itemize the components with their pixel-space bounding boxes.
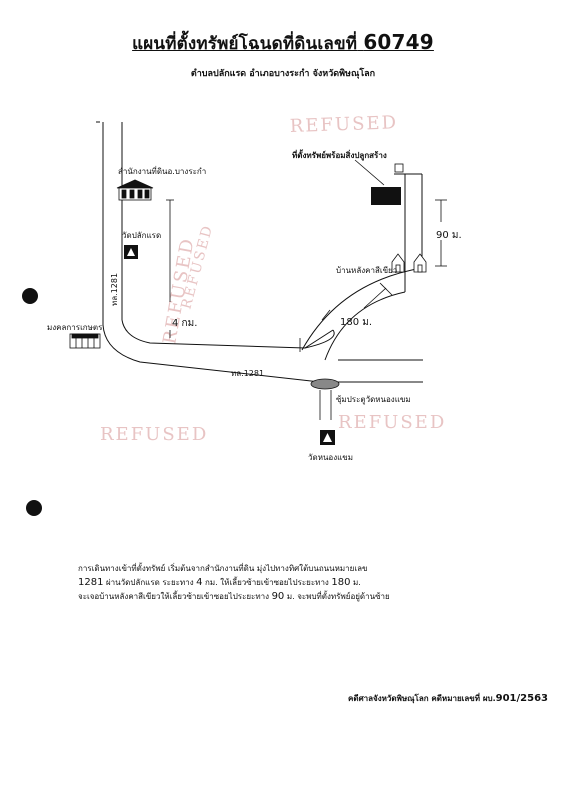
green-roof-houses: [391, 253, 427, 273]
dimension-4km: [166, 199, 301, 352]
property-marker: [394, 163, 404, 173]
punch-hole: [22, 288, 38, 304]
directions-4: 4: [196, 577, 203, 588]
watermark: REFUSED: [338, 412, 446, 433]
road-1281-horizontal: [304, 329, 423, 383]
land-office-icon: [116, 179, 154, 201]
label-mongkhon: มงคลการเกษตร: [47, 323, 103, 332]
directions-text: ม. จะพบที่ตั้งทรัพย์อยู่ด้านซ้าย: [284, 592, 390, 601]
map-title: แผนที่ตั้งทรัพย์โฉนดที่ดินเลขที่ 60749: [0, 30, 566, 57]
case-footer-text: คดีศาลจังหวัดพิษณุโลก คดีหมายเลขที่ ผบ.: [348, 694, 496, 703]
label-townhouse: บ้านหลังคาสีเขียว: [336, 266, 397, 275]
directions-text: ผ่านวัดปลักแรด ระยะทาง: [103, 578, 197, 587]
directions-text: จะเจอบ้านหลังคาสีเขียวให้เลี้ยวซ้ายเข้าซ…: [78, 592, 272, 601]
temple-icon-wat-nong-khaem: [320, 430, 335, 445]
directions-text: ม.: [350, 578, 361, 587]
dimension-180m: [321, 282, 393, 321]
watermark: REFUSED: [289, 112, 398, 137]
label-distance-180m: 180 ม.: [340, 317, 372, 328]
directions-180: 180: [331, 577, 351, 588]
punch-hole: [26, 500, 42, 516]
directions-line-2: 1281 ผ่านวัดปลักแรด ระยะทาง 4 กม. ให้เลี…: [78, 576, 361, 589]
case-footer: คดีศาลจังหวัดพิษณุโลก คดีหมายเลขที่ ผบ.9…: [348, 692, 548, 705]
label-wat-plak-raet: วัดปลักแรด: [122, 231, 161, 240]
directions-line-3: จะเจอบ้านหลังคาสีเขียวให้เลี้ยวซ้ายเข้าซ…: [78, 590, 390, 603]
label-wat-nong-khaem: วัดหนองแขม: [308, 453, 353, 462]
map-subtitle: ตำบลปลักแรด อำเภอบางระกำ จังหวัดพิษณุโลก: [190, 69, 376, 79]
mongkhon-shop-icon: [69, 333, 101, 349]
directions-90: 90: [271, 591, 285, 602]
label-distance-90m: 90 ม.: [436, 230, 462, 241]
wat-gate-icon: [310, 378, 340, 390]
watermark: REFUSED: [100, 424, 208, 445]
property-block: [371, 187, 401, 205]
label-land-office: สำนักงานที่ดินอ.บางระกำ: [118, 165, 206, 176]
label-distance-4km: 4 กม.: [172, 318, 197, 329]
label-property: ที่ตั้งทรัพย์พร้อมสิ่งปลูกสร้าง: [292, 149, 387, 161]
directions-line-1: การเดินทางเข้าที่ตั้งทรัพย์ เริ่มต้นจากส…: [78, 564, 368, 573]
deed-number: 60749: [363, 30, 434, 54]
map-title-text: แผนที่ตั้งทรัพย์โฉนดที่ดินเลขที่: [132, 34, 358, 54]
case-number: 901/2563: [495, 693, 548, 704]
directions-text: กม. ให้เลี้ยวซ้ายเข้าซอยไประยะทาง: [202, 578, 332, 587]
directions-road-no: 1281: [78, 577, 104, 588]
label-road-1281-vertical: ทล.1281: [110, 273, 119, 306]
property-pointer: [354, 159, 385, 186]
road-1281-vertical: [96, 121, 321, 383]
dimension-90m: [435, 199, 447, 267]
temple-icon-wat-plak-raet: [124, 245, 138, 259]
label-road-1281-horizontal: ทล.1281: [231, 369, 264, 378]
watermark-group: REFUSED REFUSED REFUSED REFUSED REFUSED: [100, 112, 446, 445]
label-wat-gate: ซุ้มประตูวัดหนองแขม: [336, 395, 411, 405]
